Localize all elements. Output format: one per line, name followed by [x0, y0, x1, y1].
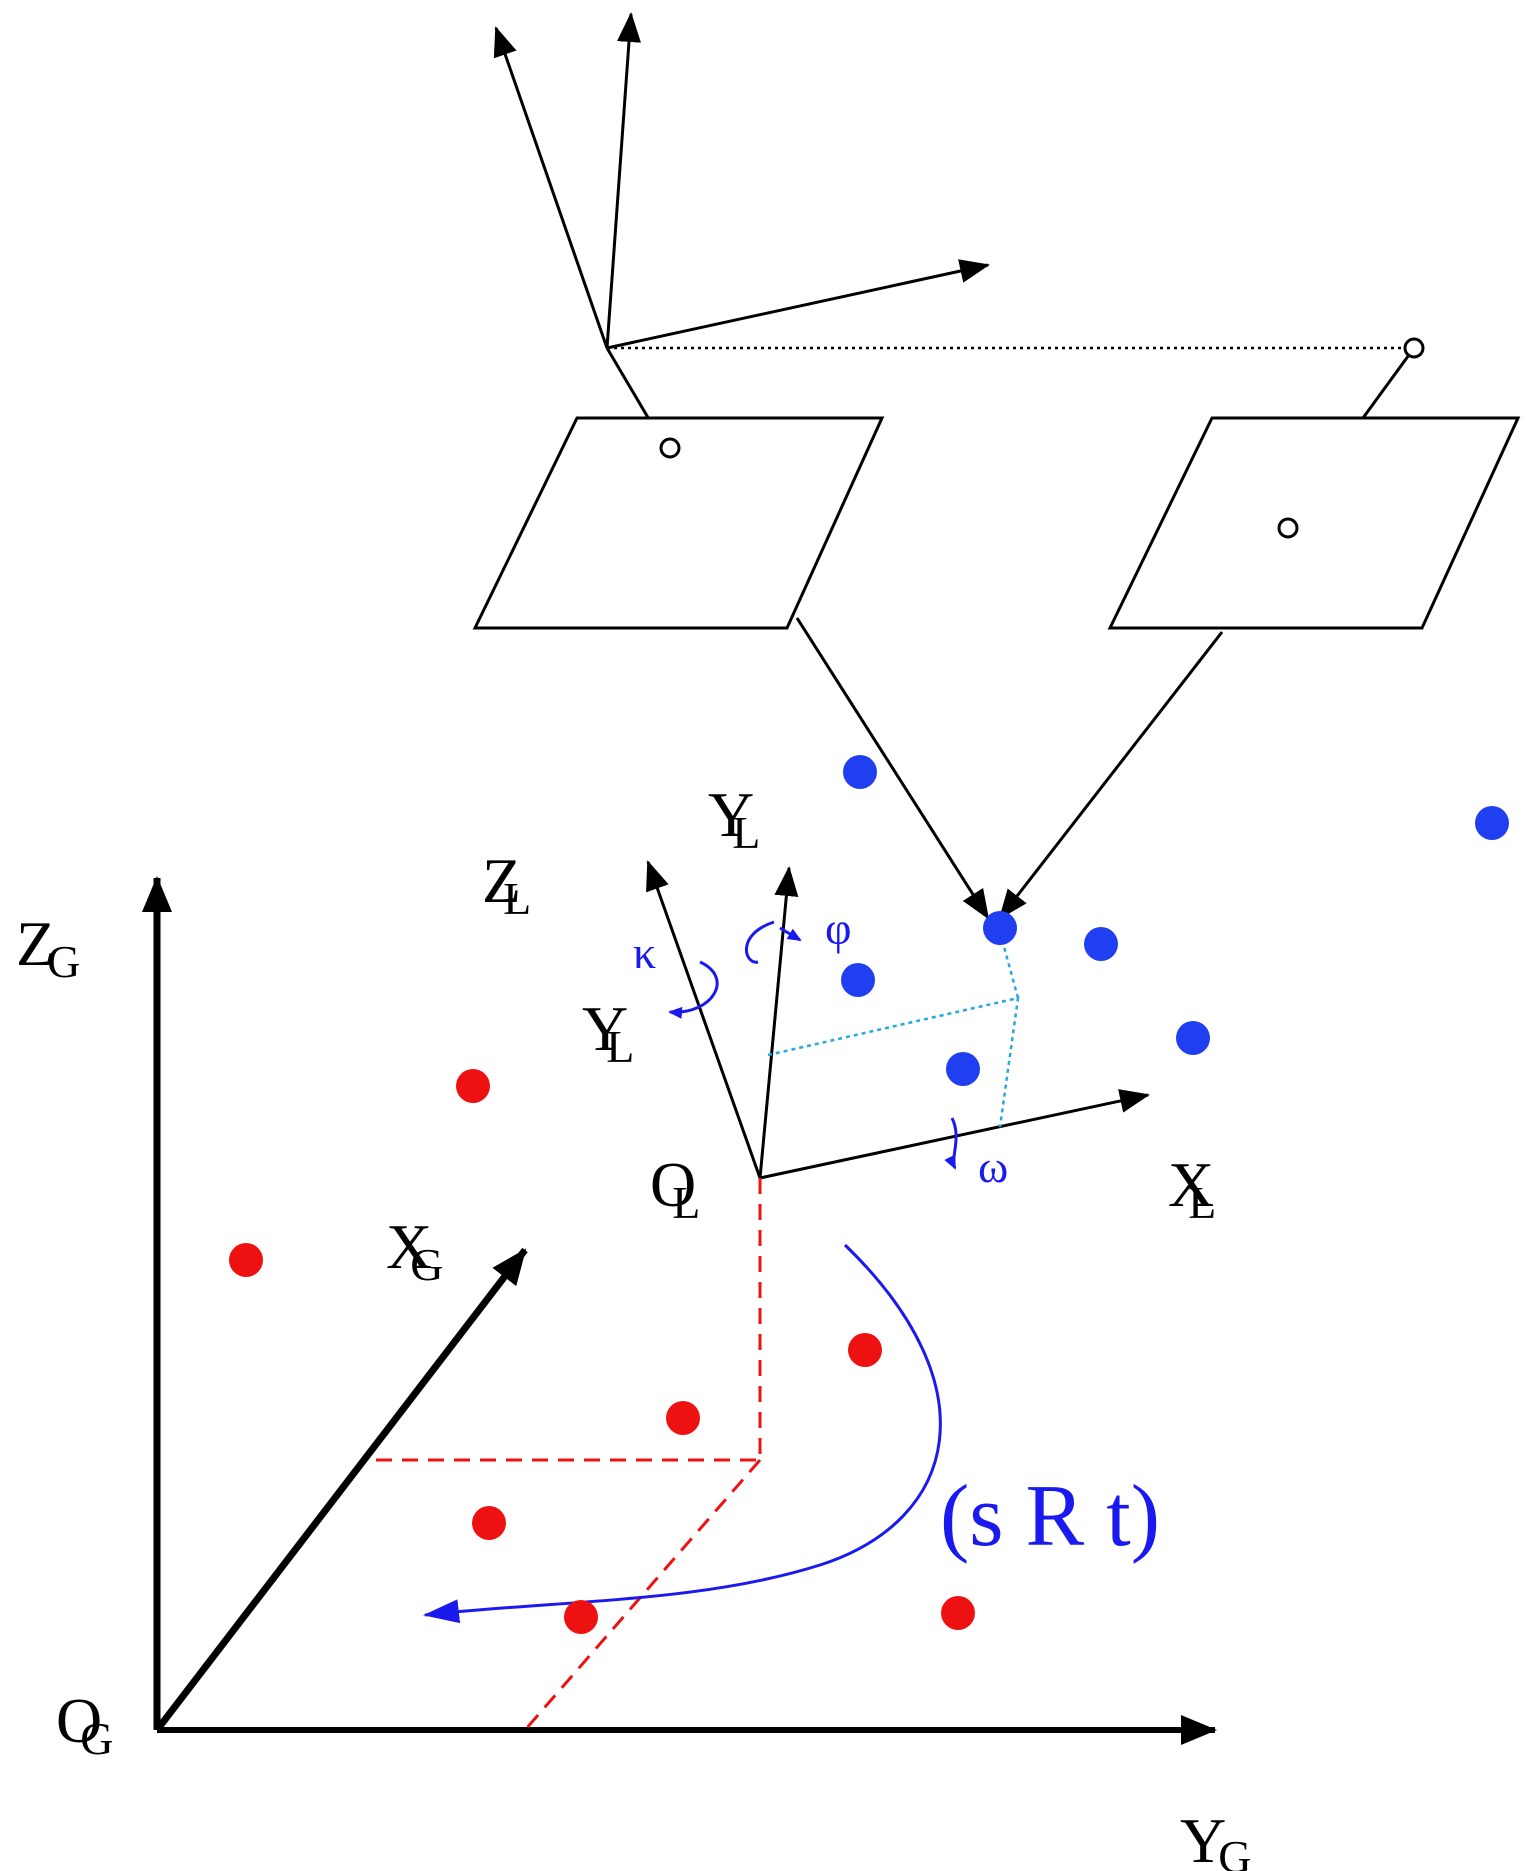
camera-axis-1	[493, 26, 609, 349]
camera-axis-2	[605, 12, 641, 349]
local-point	[946, 1052, 980, 1086]
global-z-label: ZG	[16, 908, 80, 987]
local-point	[841, 963, 875, 997]
transform-label: (s R t)	[940, 1468, 1160, 1565]
global-y-label: YG	[1180, 1805, 1251, 1871]
global-coordinate-system	[142, 876, 1217, 1745]
global-point	[472, 1506, 506, 1540]
global-point	[564, 1600, 598, 1634]
omega-rotation-arrow	[944, 1117, 958, 1170]
global-point	[941, 1596, 975, 1630]
local-z-axis	[646, 860, 762, 1179]
local-y-top-label: YL	[708, 779, 760, 858]
local-y-axis	[758, 866, 799, 1179]
global-origin-label: OG	[56, 1685, 113, 1764]
phi-rotation-arc	[745, 920, 775, 964]
global-point	[666, 1401, 700, 1435]
kappa-rotation-arrow	[668, 960, 719, 1019]
local-point-cloud	[841, 755, 1509, 1086]
local-origin-label: OL	[650, 1149, 700, 1228]
right-projection-center	[1403, 337, 1425, 359]
image-planes	[472, 416, 1521, 920]
local-point	[1084, 927, 1118, 961]
global-projection-dashes	[368, 1178, 762, 1462]
right-ray-arrow	[998, 631, 1224, 920]
local-x-label: XL	[1168, 1149, 1216, 1228]
global-projection-diagonal	[523, 1459, 762, 1731]
local-x-axis	[759, 1089, 1150, 1180]
axis-labels: ZG XG YG OG YL ZL YL XL OL κ φ ω (s R t)	[16, 779, 1251, 1871]
local-coordinate-system	[646, 860, 1150, 1180]
local-point	[1475, 806, 1509, 840]
omega-label: ω	[978, 1141, 1008, 1192]
left-ray-arrow	[795, 617, 990, 920]
global-x-axis	[154, 1247, 528, 1733]
global-point-cloud	[229, 1069, 975, 1634]
local-z-label: ZL	[482, 845, 531, 924]
local-point	[843, 755, 877, 789]
right-image-plane	[1107, 416, 1521, 630]
local-projection-lines	[767, 996, 1020, 1128]
left-principal-point	[659, 437, 681, 459]
global-point	[456, 1069, 490, 1103]
global-point	[848, 1333, 882, 1367]
local-point	[983, 911, 1017, 945]
phi-rotation-arrow	[779, 926, 802, 942]
kappa-label: κ	[633, 927, 656, 978]
transform-arrow	[423, 1243, 942, 1624]
global-x-label: XG	[386, 1211, 443, 1290]
camera-axis-3	[606, 259, 990, 350]
right-principal-point	[1277, 517, 1299, 539]
local-point	[1176, 1021, 1210, 1055]
local-y-side-label: YL	[582, 993, 634, 1072]
global-point	[229, 1243, 263, 1277]
left-image-plane	[472, 416, 885, 630]
phi-label: φ	[825, 903, 852, 954]
